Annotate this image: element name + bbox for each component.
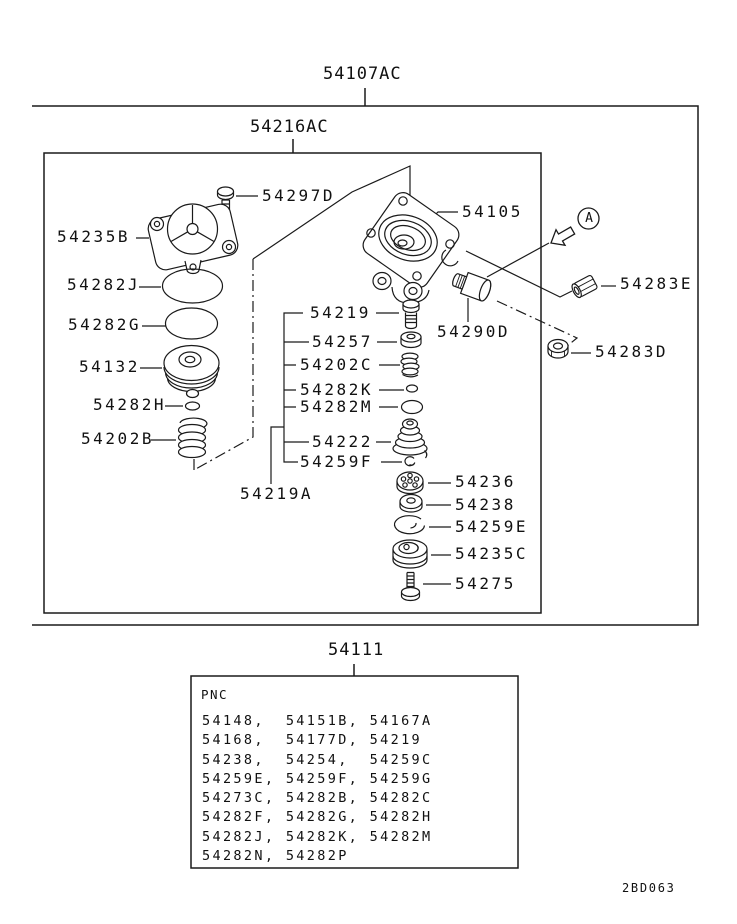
pnc-title: PNC [201,687,229,702]
frame-lines [32,88,699,869]
view-a-arrow [550,207,600,247]
part-label-54235B: 54235B [57,227,131,246]
line-to-view-arrow [486,242,550,278]
part-54235B-cover-drawing [147,203,239,275]
centerlines [193,165,579,471]
leader-lines [136,195,616,585]
part-label-54275: 54275 [455,574,516,593]
part-54202B-spring-drawing [177,417,208,459]
view-a-circle [577,207,600,230]
part-54259E-snap-ring-drawing [394,515,426,535]
line-to-54283E [465,250,573,298]
part-54290D-connector-drawing [452,271,492,302]
part-label-54105: 54105 [462,202,523,221]
part-label-54219A: 54219A [240,484,314,503]
pnc-row: 54282F, 54282G, 54282H [202,809,433,826]
assembly-label-54107AC: 54107AC [323,64,402,84]
part-54222-boot-drawing [392,418,428,459]
arrow-icon [550,226,576,247]
pnc-row: 54282N, 54282P [202,848,349,865]
part-54282H-oring-drawing [184,401,201,411]
part-label-54282H: 54282H [93,395,167,414]
part-54219-screw-drawing [402,299,420,330]
part-54105-body-drawing [362,192,460,304]
part-label-54222: 54222 [312,432,373,451]
part-label-54297D: 54297D [262,186,336,205]
part-label-54259E: 54259E [455,517,529,536]
part-label-54282G: 54282G [68,315,142,334]
part-label-54282M: 54282M [300,397,374,416]
part-label-54283E: 54283E [620,274,694,293]
pnc-box [190,675,519,869]
part-54297D-bolt-drawing [216,186,235,220]
part-label-54202C: 54202C [300,355,374,374]
part-54275-bolt-drawing [400,571,421,602]
part-label-54238: 54238 [455,495,516,514]
part-label-54259F: 54259F [300,452,374,471]
part-label-54202B: 54202B [81,429,155,448]
part-54283E-nut-drawing [571,274,598,299]
assembly-label-54111: 54111 [328,640,385,660]
part-label-54282J: 54282J [67,275,141,294]
centerline-solid [252,165,411,260]
part-label-54236: 54236 [455,472,516,491]
part-54283D-nut-drawing [547,338,569,359]
pnc-row: 54168, 54177D, 54219 [202,732,423,749]
part-label-54235C: 54235C [455,544,529,563]
drawing-code: 2BD063 [622,881,676,895]
assembly-label-54216AC: 54216AC [250,117,329,137]
pnc-row: 54273C, 54282B, 54282C [202,790,433,807]
part-54282M-oring-drawing [400,399,424,415]
part-label-54219: 54219 [310,303,371,322]
pnc-row: 54282J, 54282K, 54282M [202,828,433,845]
part-54238-washer-drawing [399,493,423,513]
pnc-table: 54148, 54151B, 54167A 54168, 54177D, 542… [202,712,433,866]
view-a-letter: A [585,211,593,226]
part-label-54290D: 54290D [437,322,511,341]
part-54282J-gasket-drawing [161,268,224,304]
part-label-54283D: 54283D [595,342,669,361]
part-54282G-gasket-drawing [164,307,219,340]
pnc-row: 54259E, 54259F, 54259G [202,770,433,787]
part-54202C-spring-drawing [400,352,420,378]
leader-54219A [270,426,284,484]
part-54236-valve-drawing [396,471,424,495]
part-54132-float-drawing [163,344,220,399]
part-54259F-clip-drawing [404,456,416,467]
part-54257-grommet-drawing [400,331,422,349]
pnc-row: 54238, 54254, 54259C [202,751,433,768]
pnc-row: 54148, 54151B, 54167A [202,713,433,729]
part-label-54282K: 54282K [300,380,374,399]
part-54282K-oring-drawing [405,384,419,393]
centerline-dashdot [193,259,254,471]
part-54235C-cap-drawing [392,539,428,569]
part-label-54257: 54257 [312,332,373,351]
line-to-54283D [496,300,579,348]
part-label-54132: 54132 [79,357,140,376]
